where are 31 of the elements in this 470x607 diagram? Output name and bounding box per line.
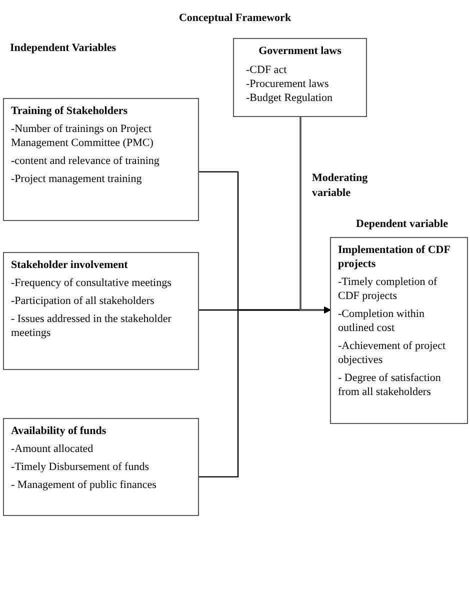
box-item: -Budget Regulation	[246, 91, 334, 105]
box-item: -Number of trainings on Project Management Committee (PMC)	[11, 122, 154, 150]
box-item: -Timely completion of CDF projects	[338, 275, 438, 303]
box-heading: Government laws	[258, 44, 342, 58]
connector-arrow	[300, 117, 331, 314]
box-item: -Amount allocated	[11, 442, 94, 456]
box-item: - Management of public finances	[11, 478, 158, 492]
box-heading: Training of Stakeholders	[11, 104, 129, 118]
box-item: -Achievement of project objectives	[338, 339, 447, 367]
box-item: -Project management training	[11, 172, 143, 186]
box-heading: Implementation of CDF projects	[338, 243, 452, 271]
variable-box	[3, 252, 199, 370]
variable-box	[330, 237, 468, 424]
box-item: -Completion within outlined cost	[338, 307, 426, 335]
box-item: - Degree of satisfaction from all stakeholders	[338, 371, 442, 399]
section-label: Dependent variable	[356, 217, 449, 232]
box-item: -CDF act	[246, 63, 288, 77]
box-item: -Frequency of consultative meetings	[11, 276, 172, 290]
section-label: Independent Variables	[10, 41, 118, 56]
box-item: -Participation of all stakeholders	[11, 294, 156, 308]
box-item: -Procurement laws	[246, 77, 330, 91]
variable-box	[3, 98, 199, 221]
box-item: -content and relevance of training	[11, 154, 160, 168]
box-heading: Availability of funds	[11, 424, 108, 438]
box-item: -Timely Disbursement of funds	[11, 460, 150, 474]
variable-box	[3, 418, 199, 516]
section-label: Moderating variable	[312, 171, 369, 201]
variable-box	[233, 38, 367, 117]
box-item: - Issues addressed in the stakeholder meetings	[11, 312, 172, 340]
diagram-title: Conceptual Framework	[178, 11, 292, 26]
box-heading: Stakeholder involvement	[11, 258, 129, 272]
